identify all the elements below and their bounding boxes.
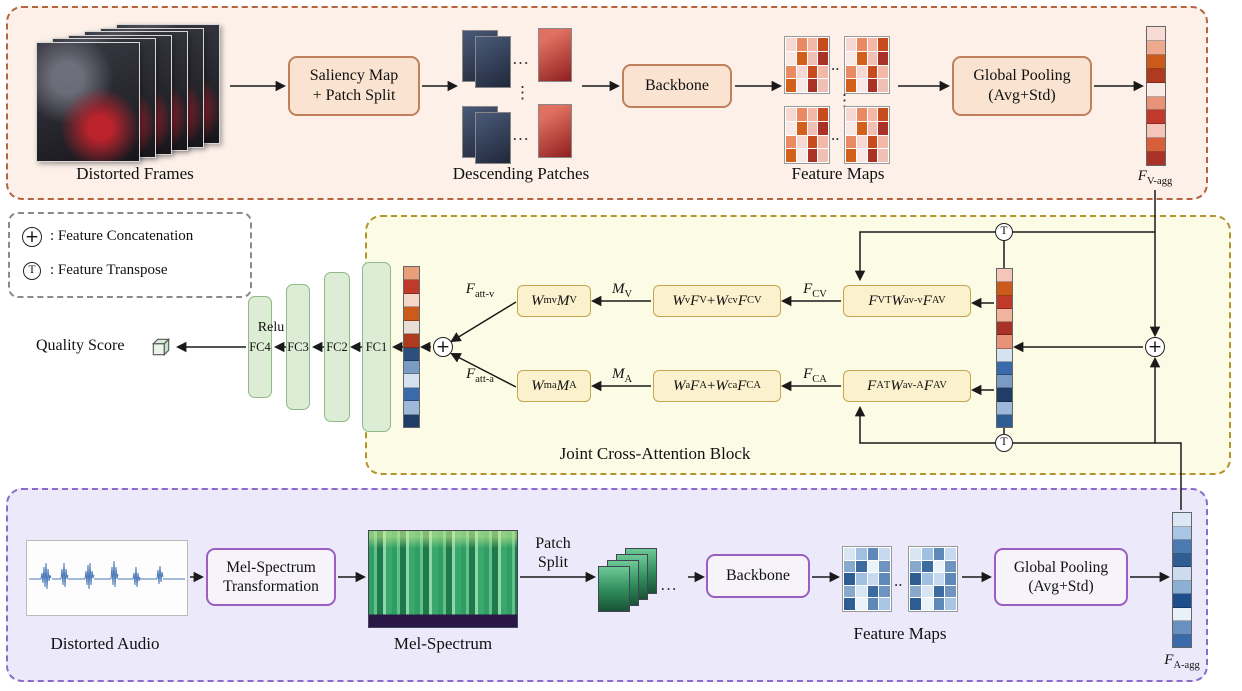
ellipsis: … (512, 125, 529, 144)
f-att-v-label: Fatt-v (465, 281, 495, 300)
ellipsis: .. (831, 55, 840, 74)
distorted-audio-label: Distorted Audio (50, 634, 160, 653)
video-global-pooling-box: Global Pooling (Avg+Std) (952, 56, 1092, 116)
vertical-ellipsis: ⋮ (836, 91, 853, 110)
fv-agg-label: FV-agg (1137, 168, 1173, 187)
feature-map-grid (908, 546, 958, 612)
patch-tile (538, 104, 572, 158)
f-att-a-label: Fatt-a (466, 366, 494, 385)
distorted-audio-waveform (26, 540, 188, 616)
ellipsis: … (512, 49, 529, 68)
feature-map-grid (784, 106, 830, 164)
mv-label: MV (611, 281, 633, 300)
audio-feature-maps-label: Feature Maps (853, 624, 947, 643)
video-frame (36, 42, 140, 162)
ma-label: MA (611, 366, 633, 385)
audio-feature-maps: .. (842, 538, 958, 618)
ellipsis: … (660, 575, 677, 594)
vertical-ellipsis: ⋮ (514, 83, 531, 102)
mel-spectrum-transformation-box: Mel-Spectrum Transformation (206, 548, 336, 606)
fc3-box: FC3 (286, 284, 310, 410)
quality-score-cube-icon (151, 337, 171, 357)
concatenation-icon: + (22, 227, 42, 247)
fav-concat-bar (996, 268, 1013, 428)
ellipsis: .. (894, 571, 903, 590)
audio-patches: … (598, 548, 686, 618)
fa-agg-bar (1172, 512, 1192, 648)
legend-concat-label: : Feature Concatenation (50, 228, 194, 244)
patch-tile (538, 28, 572, 82)
transpose-bottom-icon: T (995, 434, 1013, 452)
attention-concat-icon: + (433, 337, 453, 357)
distorted-frames-stack (36, 24, 228, 164)
attention-flow-arrows (175, 190, 1182, 510)
mel-spectrum-image (368, 530, 518, 628)
audio-global-pooling-box: Global Pooling (Avg+Std) (994, 548, 1128, 606)
fcv-label: FCV (803, 281, 827, 300)
feature-map-grid (844, 36, 890, 94)
joint-cross-attention-title: Joint Cross-Attention Block (559, 444, 751, 463)
saliency-patch-split-box: Saliency Map + Patch Split (288, 56, 420, 116)
feature-map-grid (842, 546, 892, 612)
ellipsis: .. (831, 125, 840, 144)
patch-tile (598, 566, 630, 612)
waveform-plot (29, 560, 185, 590)
fc2-box: FC2 (324, 272, 350, 422)
transpose-top-icon: T (995, 223, 1013, 241)
fa-agg-label: FA-agg (1164, 652, 1200, 671)
legend-transpose-label: : Feature Transpose (50, 262, 168, 278)
av-concat-icon: + (1145, 337, 1165, 357)
descending-patches-label: Descending Patches (452, 164, 590, 183)
relu-label: Relu (257, 320, 285, 335)
fc4-box: FC4 (248, 296, 272, 398)
video-backbone-box: Backbone (622, 64, 732, 108)
feature-map-grid (784, 36, 830, 94)
video-feature-maps: .. ⋮ .. (784, 28, 892, 164)
fused-feature-bar (403, 266, 420, 428)
fc1-box: FC1 (362, 262, 391, 432)
video-feature-maps-label: Feature Maps (791, 164, 885, 183)
joint-cross-attention-section (365, 215, 1231, 475)
mel-spectrum-label: Mel-Spectrum (393, 634, 493, 653)
audio-backbone-box: Backbone (706, 554, 810, 598)
patch-tile (475, 36, 511, 88)
legend-box (8, 212, 252, 298)
quality-score-label: Quality Score (36, 337, 125, 354)
feature-map-grid (844, 106, 890, 164)
patch-tile (475, 112, 511, 164)
distorted-frames-label: Distorted Frames (76, 164, 194, 183)
fv-agg-bar (1146, 26, 1166, 166)
descending-patches: … ⋮ … (462, 24, 578, 164)
patch-split-label: Patch Split (535, 535, 571, 572)
transpose-icon: T (23, 262, 41, 280)
fca-label: FCA (803, 366, 827, 385)
